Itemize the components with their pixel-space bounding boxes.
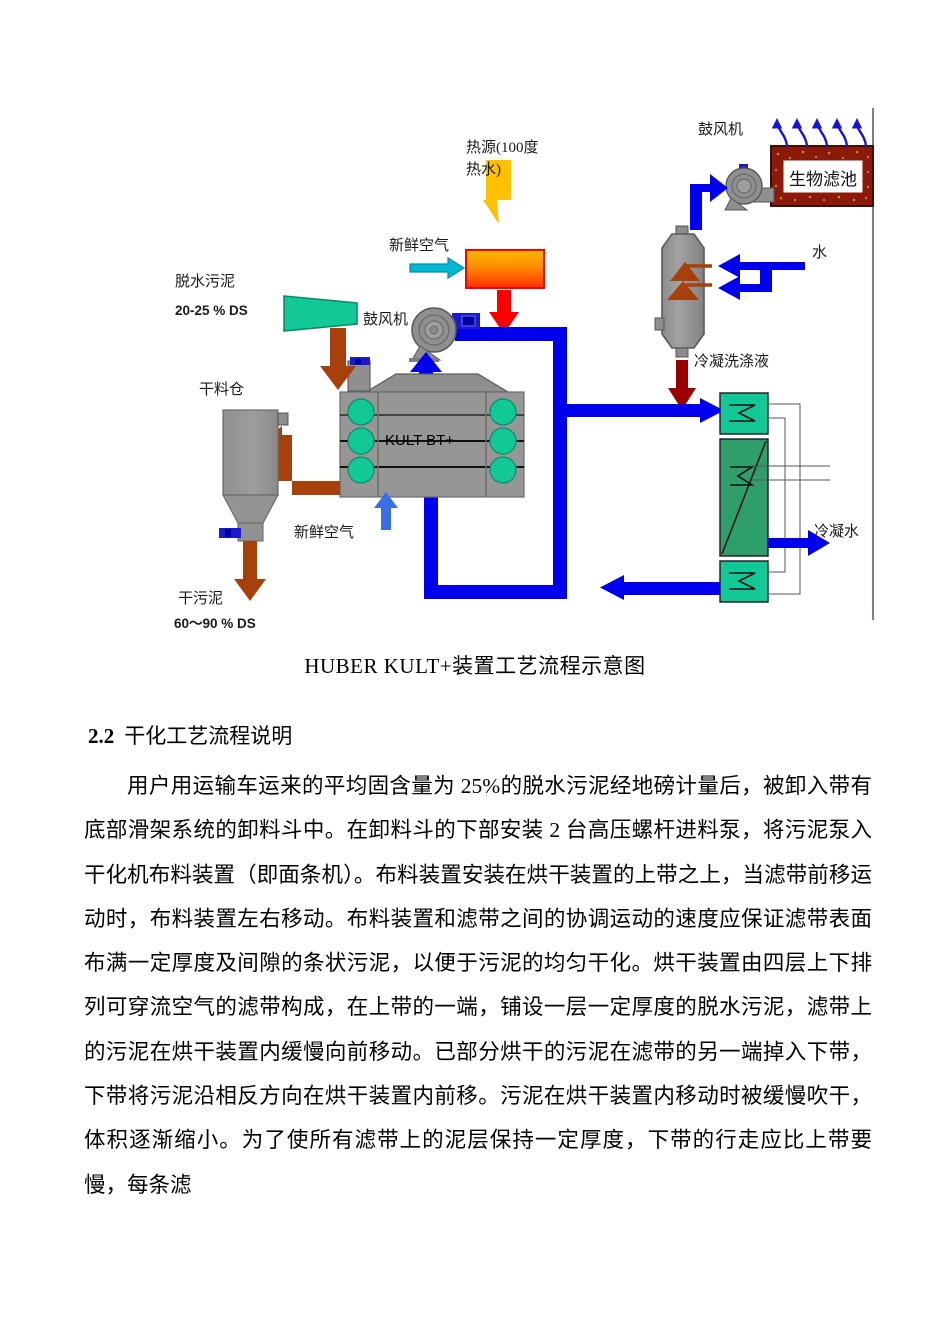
label-dry-silo: 干料仓: [199, 382, 245, 398]
section-heading: 2.2 干化工艺流程说明: [88, 720, 950, 750]
hot-air-pipe-network: [415, 327, 724, 600]
label-dewatered-sludge-ds: 20-25 % DS: [175, 303, 248, 318]
label-water: 水: [812, 245, 828, 261]
process-flow-diagram: 热源(100度 热水) 新鲜空气 脱水污泥 20-25 % DS 鼓风机 干料仓…: [0, 0, 950, 640]
heat-exchanger-top: [719, 392, 769, 435]
arrow-dry-sludge-out: [234, 541, 266, 601]
label-fresh-air-top: 新鲜空气: [389, 238, 450, 254]
section-number: 2.2: [88, 724, 115, 748]
biofilter-unit: [770, 145, 874, 207]
dry-product-silo: [219, 409, 289, 542]
biofilter-exhaust-arrowheads: [771, 118, 863, 129]
arrow-dewatered-sludge-in: [320, 328, 356, 390]
arrow-blower-to-dryer: [410, 352, 442, 386]
pipe-scrubber-to-blower: [690, 174, 728, 230]
document-body: HUBER KULT+装置工艺流程示意图 2.2 干化工艺流程说明 用户用运输车运…: [0, 640, 950, 1207]
label-fresh-air-bottom: 新鲜空气: [294, 525, 355, 541]
label-dryer-unit: KULT BT+: [385, 432, 455, 449]
blower-right-unit: [724, 164, 775, 211]
label-dry-sludge-ds: 60～90 % DS: [174, 616, 256, 631]
water-inlet-arrows: [718, 254, 805, 300]
section-title: 干化工艺流程说明: [124, 724, 293, 748]
dewatered-sludge-conveyor: [283, 295, 358, 332]
label-blower-right: 鼓风机: [698, 122, 744, 138]
arrow-fresh-air-bottom: [374, 492, 398, 530]
pipe-blower-left-feed: [455, 327, 469, 341]
arrow-heat-out: [489, 290, 519, 334]
label-dewatered-sludge: 脱水污泥: [175, 274, 236, 290]
section-paragraph: 用户用运输车运来的平均固含量为 25%的脱水污泥经地磅计量后，被卸入带有底部滑架…: [84, 774, 872, 1197]
label-condensate-water: 冷凝水: [814, 524, 860, 540]
pipe-dry-product-to-silo: [262, 426, 340, 495]
arrow-condensate-scrubbing-liquid: [668, 360, 696, 410]
dryer-unit: [339, 357, 525, 498]
label-blower-left: 鼓风机: [363, 312, 409, 328]
arrow-fresh-air-to-heater: [409, 256, 466, 280]
blower-left-unit: [409, 307, 480, 362]
label-dry-sludge: 干污泥: [178, 591, 224, 607]
heat-exchanger-middle: [719, 438, 769, 557]
scrubber-column: [654, 225, 712, 358]
diagram-canvas: [219, 108, 874, 620]
label-condensate-scrubbing-liquid: 冷凝洗涤液: [694, 354, 770, 370]
exchanger-tie-lines: [752, 403, 830, 595]
heat-exchanger-box: [465, 249, 545, 289]
label-heat-source: 热源(100度 热水): [466, 140, 539, 178]
arrow-heat-source-in: [483, 160, 511, 224]
heat-exchanger-bottom: [719, 560, 769, 603]
label-biofilter: 生物滤池: [789, 170, 857, 189]
figure-caption: HUBER KULT+装置工艺流程示意图: [304, 654, 646, 678]
arrow-condensate-water-out: [768, 530, 830, 556]
